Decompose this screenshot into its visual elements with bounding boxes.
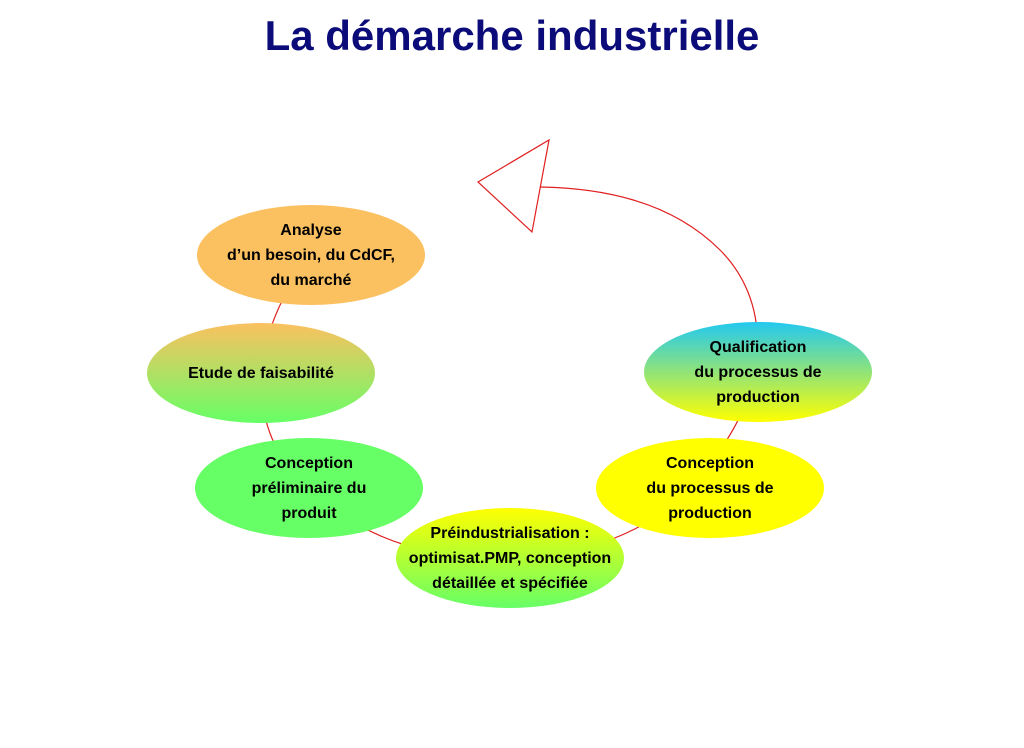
step-ellipse-conception-produit bbox=[195, 438, 423, 538]
step-label-conception-produit: Conception préliminaire du produit bbox=[251, 454, 367, 522]
step-label-analyse: Analyse d’un besoin, du CdCF, du marché bbox=[227, 221, 395, 289]
step-label-preindustrialisation: Préindustrialisation : optimisat.PMP, co… bbox=[408, 524, 612, 592]
step-label-conception-processus: Conception du processus de production bbox=[646, 454, 774, 522]
step-ellipse-qualification bbox=[644, 322, 872, 422]
step-ellipse-preindustrialisation bbox=[396, 508, 624, 608]
step-ellipse-analyse bbox=[197, 205, 425, 305]
step-ellipse-conception-processus bbox=[596, 438, 824, 538]
step-ellipse-faisabilite bbox=[147, 323, 375, 423]
page-title: La démarche industrielle bbox=[264, 12, 760, 59]
cycle-arrowhead bbox=[477, 138, 550, 234]
step-label-qualification: Qualification du processus de production bbox=[694, 338, 822, 406]
step-label-faisabilite: Etude de faisabilité bbox=[188, 364, 334, 382]
